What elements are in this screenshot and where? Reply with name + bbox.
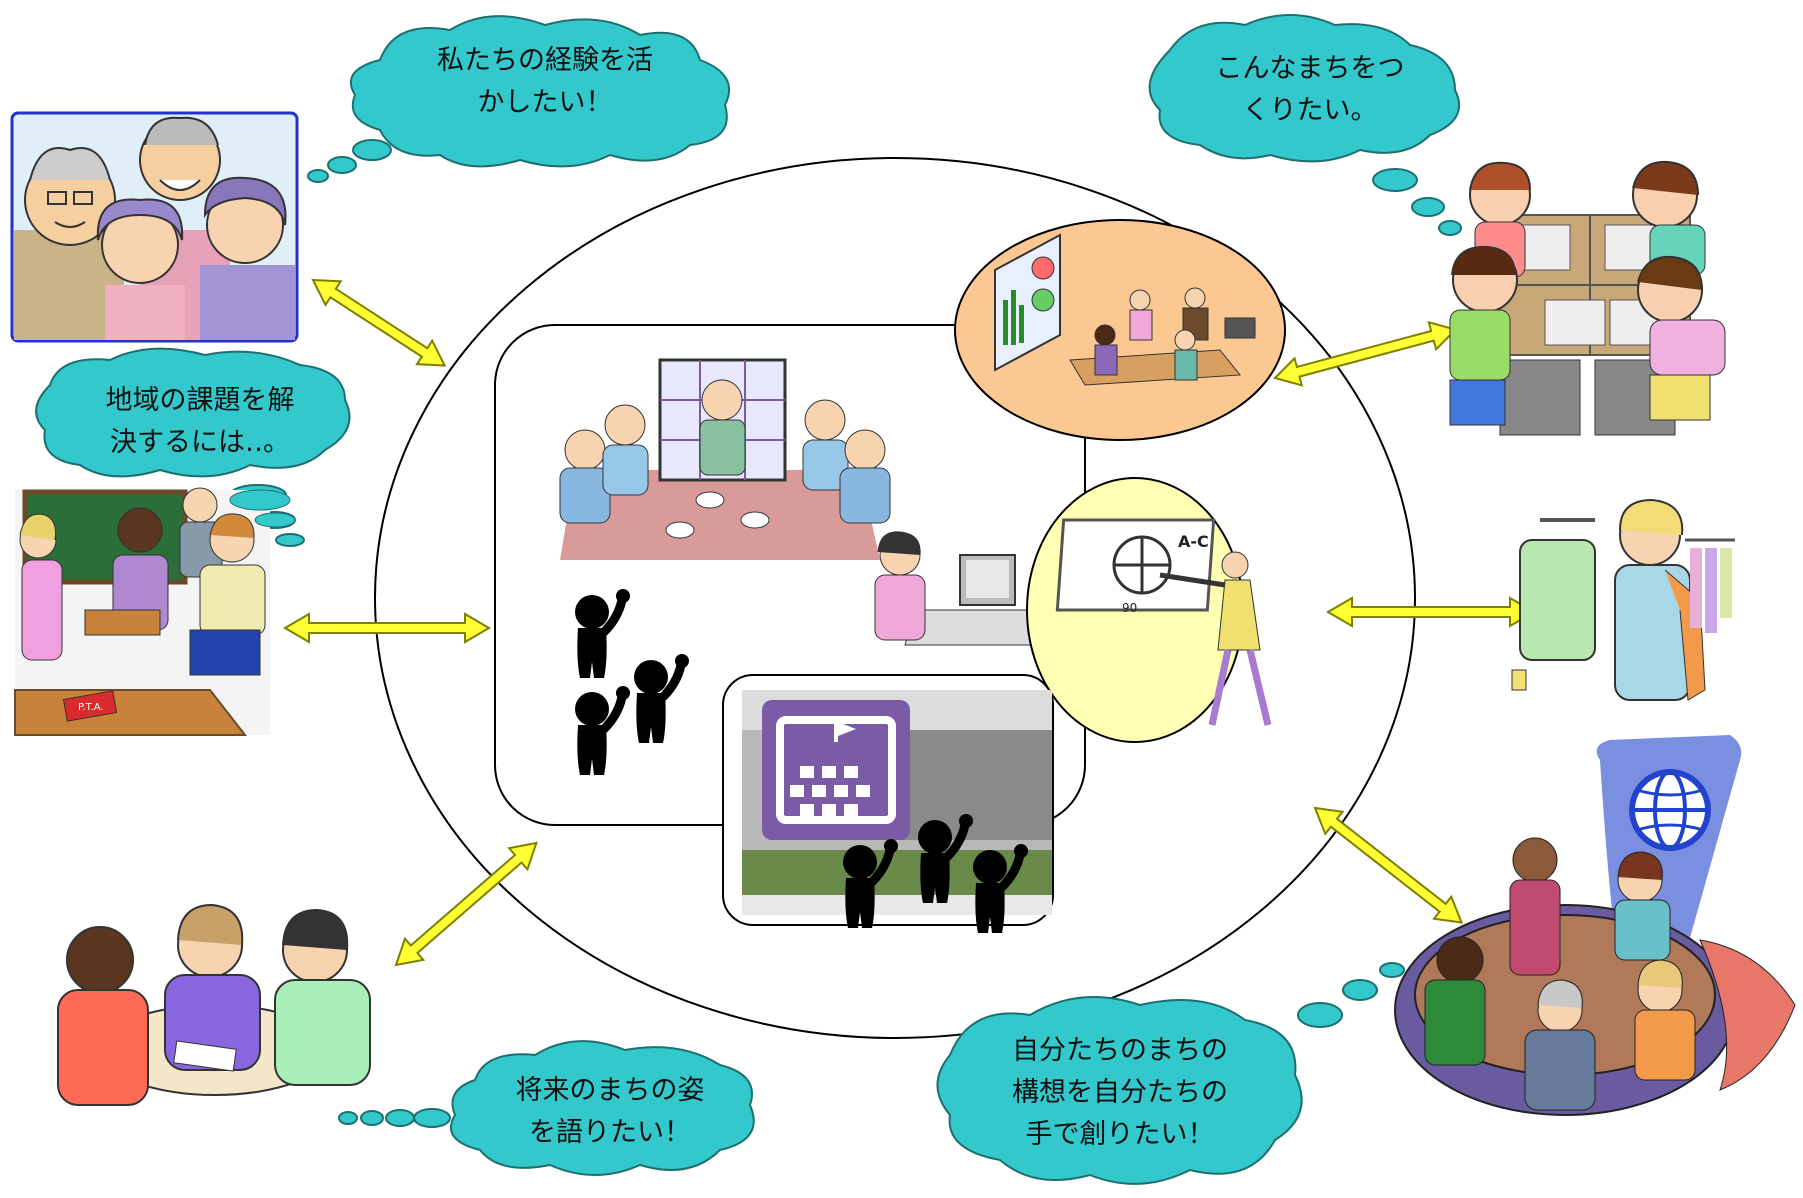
children-map-icon <box>1449 160 1726 436</box>
bubble-top-left <box>307 15 730 183</box>
arrow-mid-right <box>1326 596 1536 628</box>
pta-meeting-icon: P.T.A. <box>14 487 296 736</box>
whiteboard-formula: A-C <box>1178 532 1209 551</box>
bubble-text-top-right: こんなまちをつ くりたい。 <box>1215 53 1405 126</box>
arrow-top-left <box>311 278 447 367</box>
school-building-icon <box>762 700 910 840</box>
arrow-mid-left <box>283 612 491 644</box>
bubble-text-top-left: 私たちの経験を活 かしたい！ <box>437 45 653 118</box>
women-discussion-icon <box>57 903 371 1106</box>
arrow-top-right <box>1273 320 1458 387</box>
arrow-bottom-right <box>1313 806 1464 924</box>
bubble-bottom-right <box>936 962 1405 1185</box>
outer-ellipse <box>374 157 1416 1039</box>
whiteboard-number: 90 <box>1122 601 1137 615</box>
bubble-text-bottom-right: 自分たちのまちの 構想を自分たちの 手で創りたい！ <box>1012 1035 1228 1150</box>
roundtable-globe-icon <box>1394 735 1796 1116</box>
bubble-text-mid-left: 地域の課題を解 決するには‥。 <box>105 385 295 458</box>
bubble-top-right <box>1148 14 1462 236</box>
shop-staff-icon <box>1511 498 1735 701</box>
presentation-meeting-icon <box>954 219 1286 441</box>
elderly-family-icon <box>10 111 299 343</box>
bubble-bottom-left <box>338 1040 755 1176</box>
office-worker-icon <box>874 531 1041 646</box>
lecturer-whiteboard-icon: A-C 90 <box>1026 477 1272 743</box>
bubble-text-bottom-left: 将来のまちの姿 を語りたい！ <box>515 1075 705 1148</box>
arrow-bottom-left <box>394 841 538 967</box>
book-label: P.T.A. <box>78 702 104 713</box>
arrows <box>283 278 1536 967</box>
video-conference-icon <box>559 358 891 560</box>
